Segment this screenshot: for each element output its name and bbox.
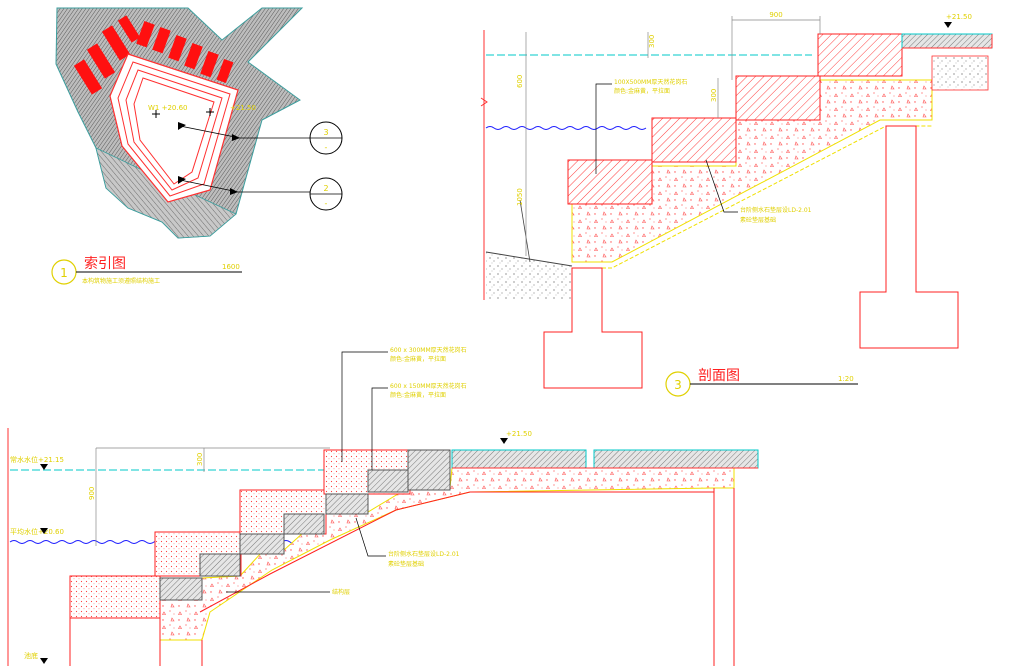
section3-note-fill-2: 素砼垫层基础: [740, 216, 776, 224]
section2-note-fill-2: 素砼垫层基础: [388, 560, 424, 568]
section3-dim-v2: 600: [516, 75, 524, 88]
plan-pool-water: [133, 77, 215, 185]
section2-note-stone-a-2: 颜色:金麻黄，平拉面: [390, 355, 446, 363]
section3-water-wave: [485, 126, 647, 130]
plan-callout-2-bottom: -: [325, 199, 328, 208]
section3-note-stone-1: 100X500MM厚天然花岗石: [614, 78, 687, 86]
section2-bottom-label: 池底: [24, 651, 38, 660]
section3-level-top: +21.50: [946, 13, 972, 21]
plan-title-number: 1: [60, 266, 68, 280]
plan-callout-2-top: 2: [323, 184, 328, 193]
section2-water-low: 平均水位+20.60: [10, 527, 64, 536]
plan-level-top: +21.50: [230, 104, 256, 112]
plan-title: 索引图: [84, 255, 126, 272]
plan-note: 本构筑物施工须遵照结构施工: [82, 277, 160, 285]
plan-pool-ring-inner: [125, 69, 223, 191]
section3-title-number: 3: [674, 378, 682, 392]
section2-water-high: 常水水位+21.15: [10, 455, 64, 464]
section3-footing-right: [859, 125, 959, 349]
section-3: 900 300 600 300 1050 +21.50 100X500MM厚天然…: [480, 11, 993, 397]
section3-dim-v3: 300: [710, 89, 718, 102]
section3-footing-left: [543, 267, 643, 389]
section2-dim-v2: 900: [88, 487, 96, 500]
plan-level-w1: W1 +20.60: [148, 104, 188, 112]
index-plan: W1 +20.60 +21.50 3 - 2 - 1 索引图 1: [51, 7, 343, 285]
plan-markers: [152, 108, 214, 118]
plan-callout-3-top: 3: [323, 128, 328, 137]
section2-riser-blocks: [159, 449, 451, 601]
section3-dim-v4: 1050: [516, 188, 524, 206]
section2-note-structure: 结构层: [332, 588, 350, 596]
section2-structure: [69, 488, 735, 666]
plan-callout-3-bottom: -: [325, 143, 328, 152]
plan-pool-ring-mid: [117, 61, 231, 197]
section3-scale: 1:20: [838, 375, 854, 383]
section3-note-stone-2: 颜色:金麻黄，平拉面: [614, 87, 670, 95]
section3-title: 剖面图: [698, 368, 740, 384]
section-2: 常水水位+21.15 平均水位+20.60: [7, 346, 759, 666]
section2-level-top: +21.50: [506, 430, 532, 438]
section3-stone-steps: [567, 33, 903, 205]
section3-dimensions: [525, 16, 821, 256]
plan-red-steps: [73, 15, 234, 95]
section2-dim-v1: 300: [196, 453, 204, 466]
section2-note-fill-1: 台阶侧水石垫层设LD-2.01: [388, 550, 460, 558]
plan-title-block: 1 索引图 1600 本构筑物施工须遵照结构施工: [51, 255, 242, 285]
section2-note-stone-a-1: 600 x 300MM厚天然花岗石: [390, 346, 467, 354]
section3-note-fill-1: 台阶侧水石垫层设LD-2.01: [740, 206, 812, 214]
section3-title-block: 3 剖面图 1:20: [665, 368, 858, 397]
plan-scale: 1600: [222, 263, 240, 271]
section3-dim-top: 900: [769, 11, 782, 19]
section3-dim-v1: 300: [648, 35, 656, 48]
plan-callout-3[interactable]: 3 -: [309, 121, 343, 155]
plan-callout-2[interactable]: 2 -: [309, 177, 343, 211]
section2-note-stone-b-2: 颜色:金麻黄，平拉面: [390, 391, 446, 399]
section2-dimensions: [95, 447, 330, 546]
section2-note-stone-b-1: 600 x 150MM厚天然花岗石: [390, 382, 467, 390]
